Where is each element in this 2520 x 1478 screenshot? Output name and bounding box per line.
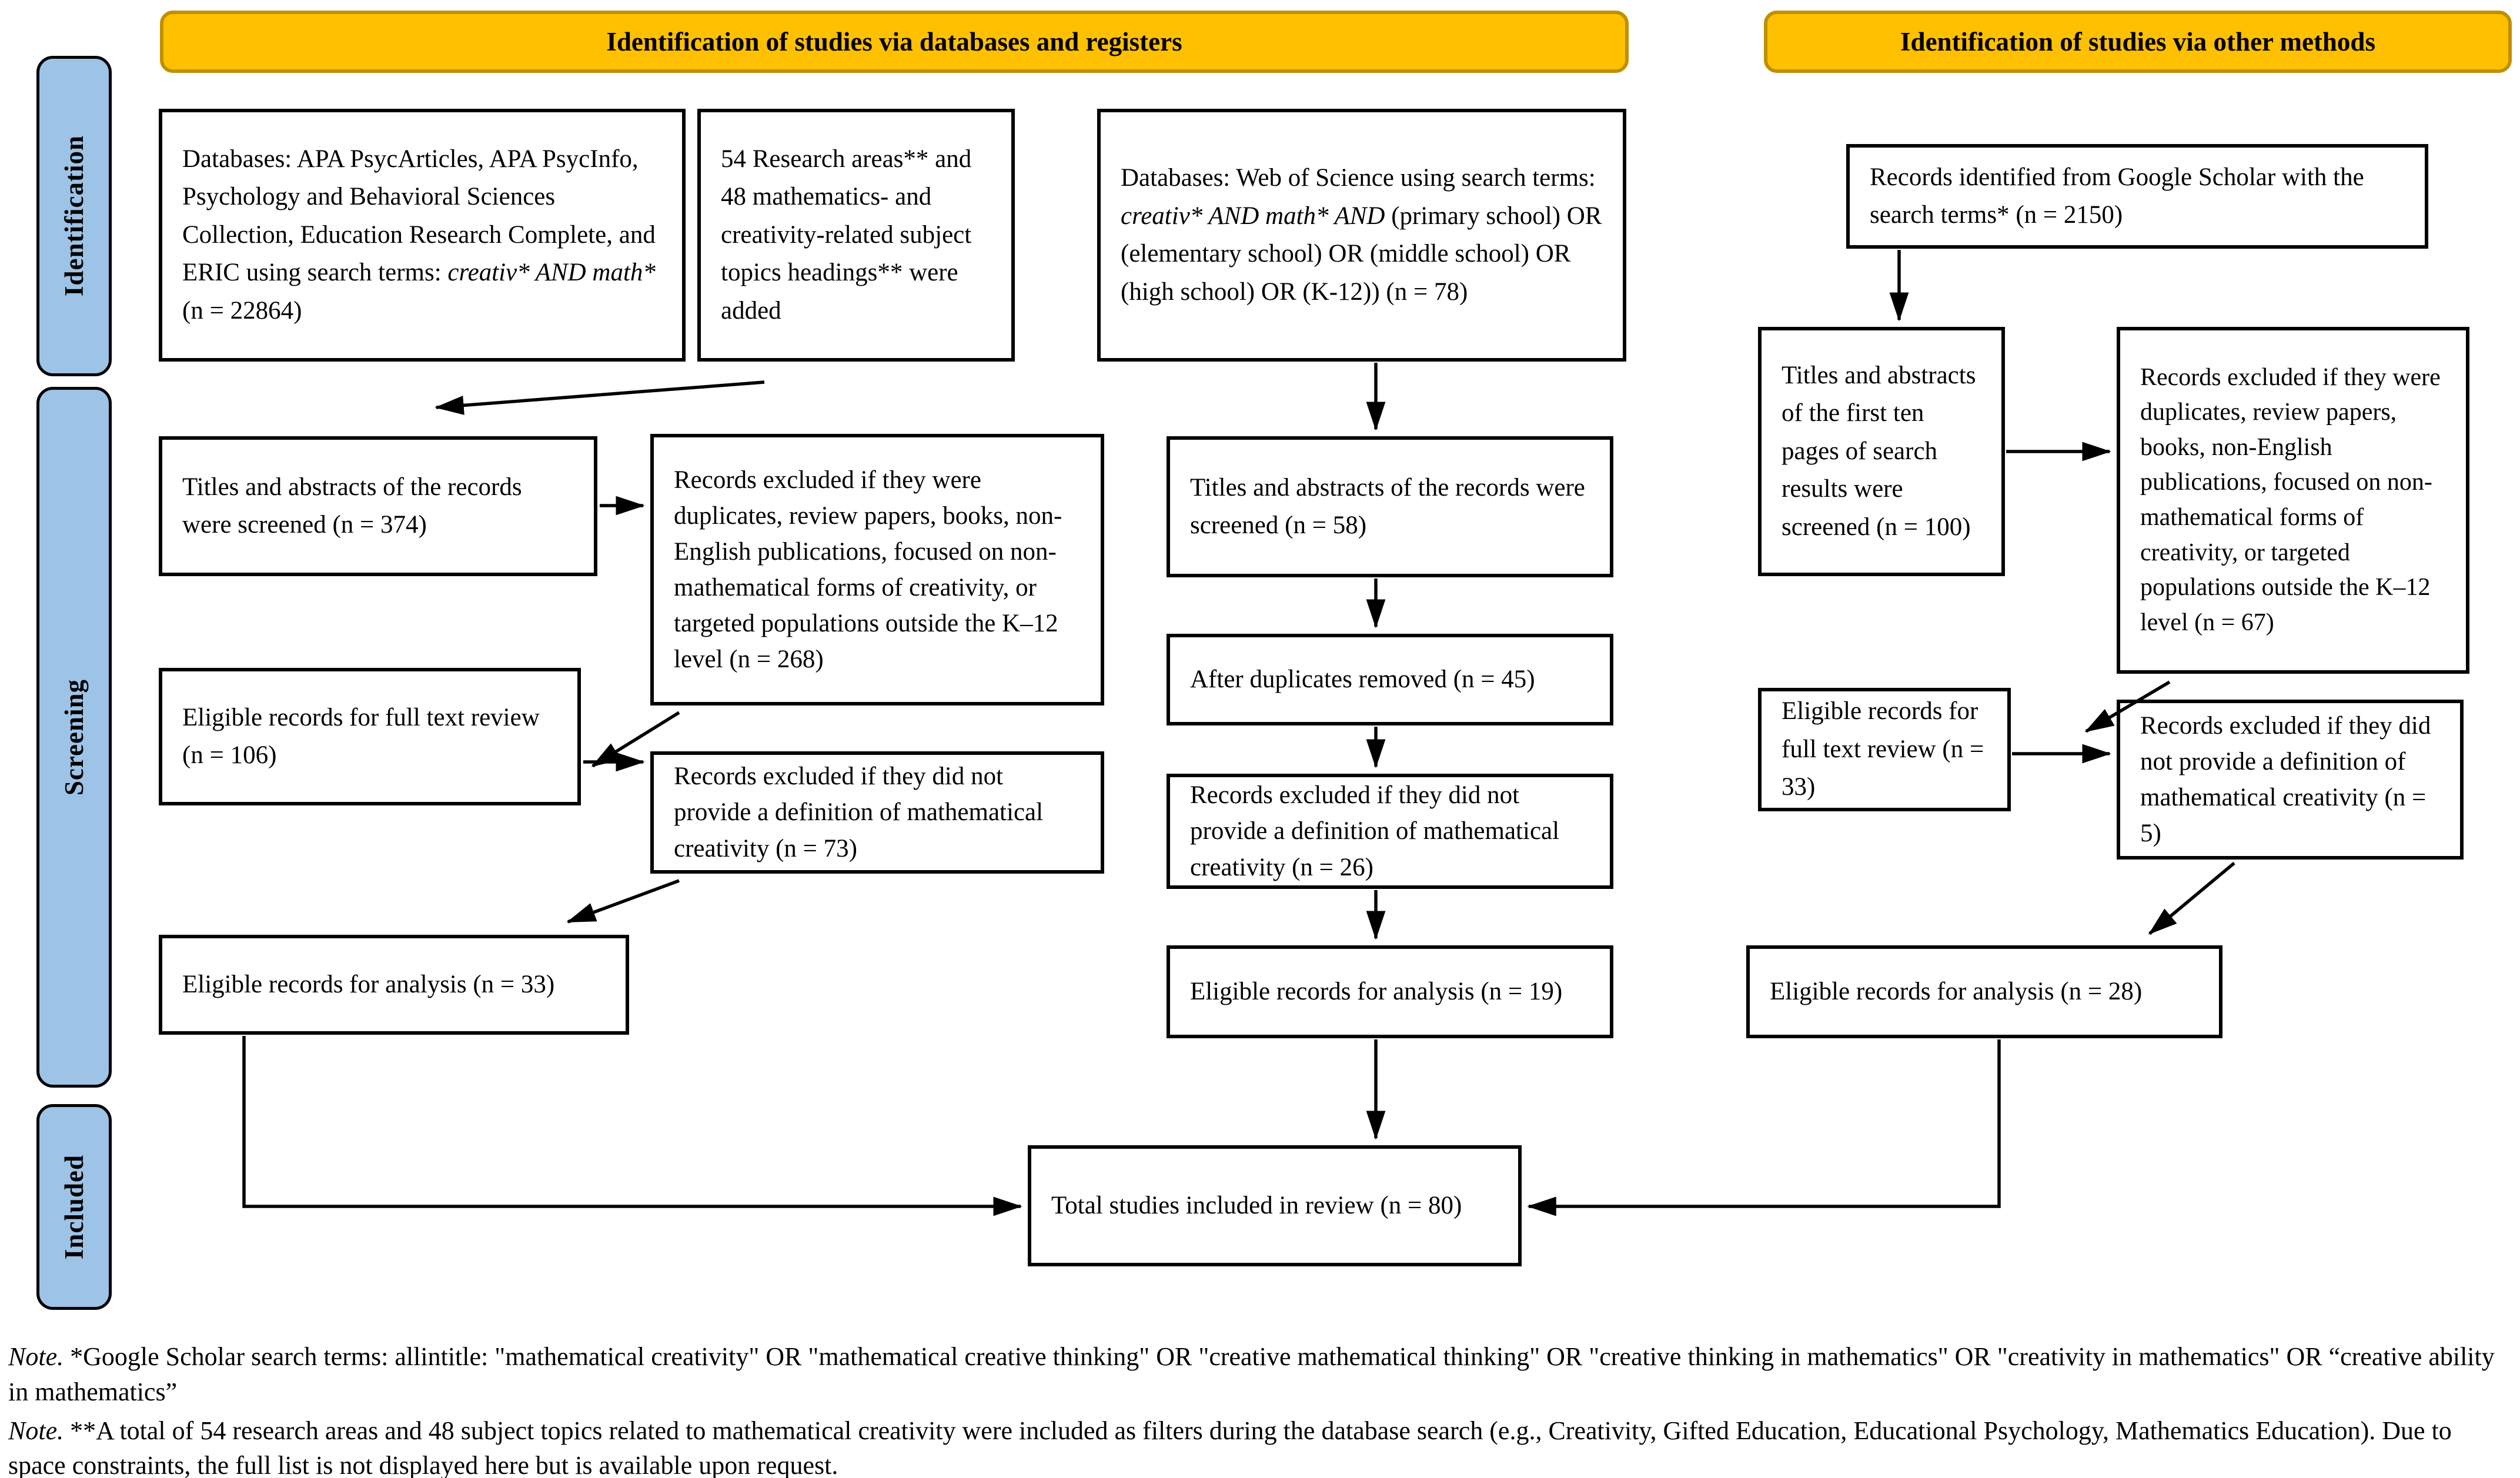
box-screened-58-text: Titles and abstracts of the records were…: [1190, 473, 1585, 540]
arrow-dbs-to-screening: [435, 380, 765, 415]
header-other-methods: Identification of studies via other meth…: [1764, 11, 2512, 73]
arrow-excl5-to-analysis28: [2148, 861, 2235, 935]
box-analysis-28: Eligible records for analysis (n = 28): [1746, 945, 2222, 1038]
box-screened-374: Titles and abstracts of the records were…: [159, 436, 597, 576]
note-research-areas: Note. **A total of 54 research areas and…: [8, 1416, 2452, 1478]
box-excluded-73-text: Records excluded if they did not provide…: [674, 763, 1044, 862]
box-fulltext-33-text: Eligible records for full text review (n…: [1782, 697, 1984, 801]
header-left-label: Identification of studies via databases …: [606, 27, 1182, 56]
box-analysis-28-text: Eligible records for analysis (n = 28): [1770, 977, 2143, 1005]
box-excluded-5: Records excluded if they did not provide…: [2117, 700, 2464, 860]
arrow-analysis28-to-total: [1527, 1039, 2001, 1216]
box-screened-100-text: Titles and abstracts of the first ten pa…: [1782, 361, 1976, 541]
figure-notes: Note. *Google Scholar search terms: alli…: [8, 1339, 2515, 1478]
box-database-sources-text: Databases: APA PsycArticles, APA PsycInf…: [182, 145, 656, 325]
box-web-of-science-text: Databases: Web of Science using search t…: [1121, 164, 1602, 306]
box-fulltext-33: Eligible records for full text review (n…: [1758, 688, 2011, 811]
box-duplicates-45: After duplicates removed (n = 45): [1167, 634, 1613, 725]
box-excluded-67: Records excluded if they were duplicates…: [2117, 327, 2469, 674]
box-excluded-268-text: Records excluded if they were duplicates…: [674, 466, 1062, 674]
box-excluded-73: Records excluded if they did not provide…: [650, 751, 1104, 874]
stage-screening: Screening: [36, 387, 112, 1088]
box-screened-374-text: Titles and abstracts of the records were…: [182, 473, 522, 539]
box-excluded-5-text: Records excluded if they did not provide…: [2140, 711, 2431, 848]
stage-included: Included: [36, 1104, 112, 1310]
box-excluded-26: Records excluded if they did not provide…: [1167, 774, 1613, 889]
arrow-analysis33-to-total: [242, 1036, 1022, 1216]
stage-identification: Identification: [36, 56, 112, 376]
box-fulltext-106: Eligible records for full text review (n…: [159, 668, 581, 805]
box-total-80: Total studies included in review (n = 80…: [1028, 1145, 1522, 1266]
box-analysis-19: Eligible records for analysis (n = 19): [1167, 945, 1613, 1038]
box-excluded-268: Records excluded if they were duplicates…: [650, 434, 1104, 705]
header-right-label: Identification of studies via other meth…: [1900, 27, 2375, 56]
box-screened-100: Titles and abstracts of the first ten pa…: [1758, 327, 2005, 576]
box-analysis-33: Eligible records for analysis (n = 33): [159, 935, 629, 1035]
box-total-80-text: Total studies included in review (n = 80…: [1051, 1191, 1462, 1219]
box-google-scholar: Records identified from Google Scholar w…: [1846, 144, 2428, 249]
box-research-areas-text: 54 Research areas** and 48 mathematics- …: [721, 145, 972, 325]
box-excluded-26-text: Records excluded if they did not provide…: [1190, 781, 1560, 881]
box-database-sources: Databases: APA PsycArticles, APA PsycInf…: [159, 109, 686, 362]
box-duplicates-45-text: After duplicates removed (n = 45): [1190, 665, 1535, 693]
box-fulltext-106-text: Eligible records for full text review (n…: [182, 703, 540, 770]
box-excluded-67-text: Records excluded if they were duplicates…: [2140, 363, 2441, 636]
stage-included-label: Included: [59, 1154, 89, 1260]
stage-identification-label: Identification: [59, 135, 89, 297]
box-research-areas: 54 Research areas** and 48 mathematics- …: [697, 109, 1015, 362]
note-google-scholar-terms: Note. *Google Scholar search terms: alli…: [8, 1342, 2495, 1406]
stage-screening-label: Screening: [59, 678, 89, 796]
box-analysis-19-text: Eligible records for analysis (n = 19): [1190, 977, 1563, 1005]
box-web-of-science: Databases: Web of Science using search t…: [1097, 109, 1626, 362]
box-analysis-33-text: Eligible records for analysis (n = 33): [182, 970, 555, 998]
header-databases-registers: Identification of studies via databases …: [160, 11, 1629, 73]
box-screened-58: Titles and abstracts of the records were…: [1167, 436, 1613, 577]
arrow-excl73-to-analysis33: [566, 879, 680, 924]
box-google-scholar-text: Records identified from Google Scholar w…: [1870, 163, 2364, 229]
